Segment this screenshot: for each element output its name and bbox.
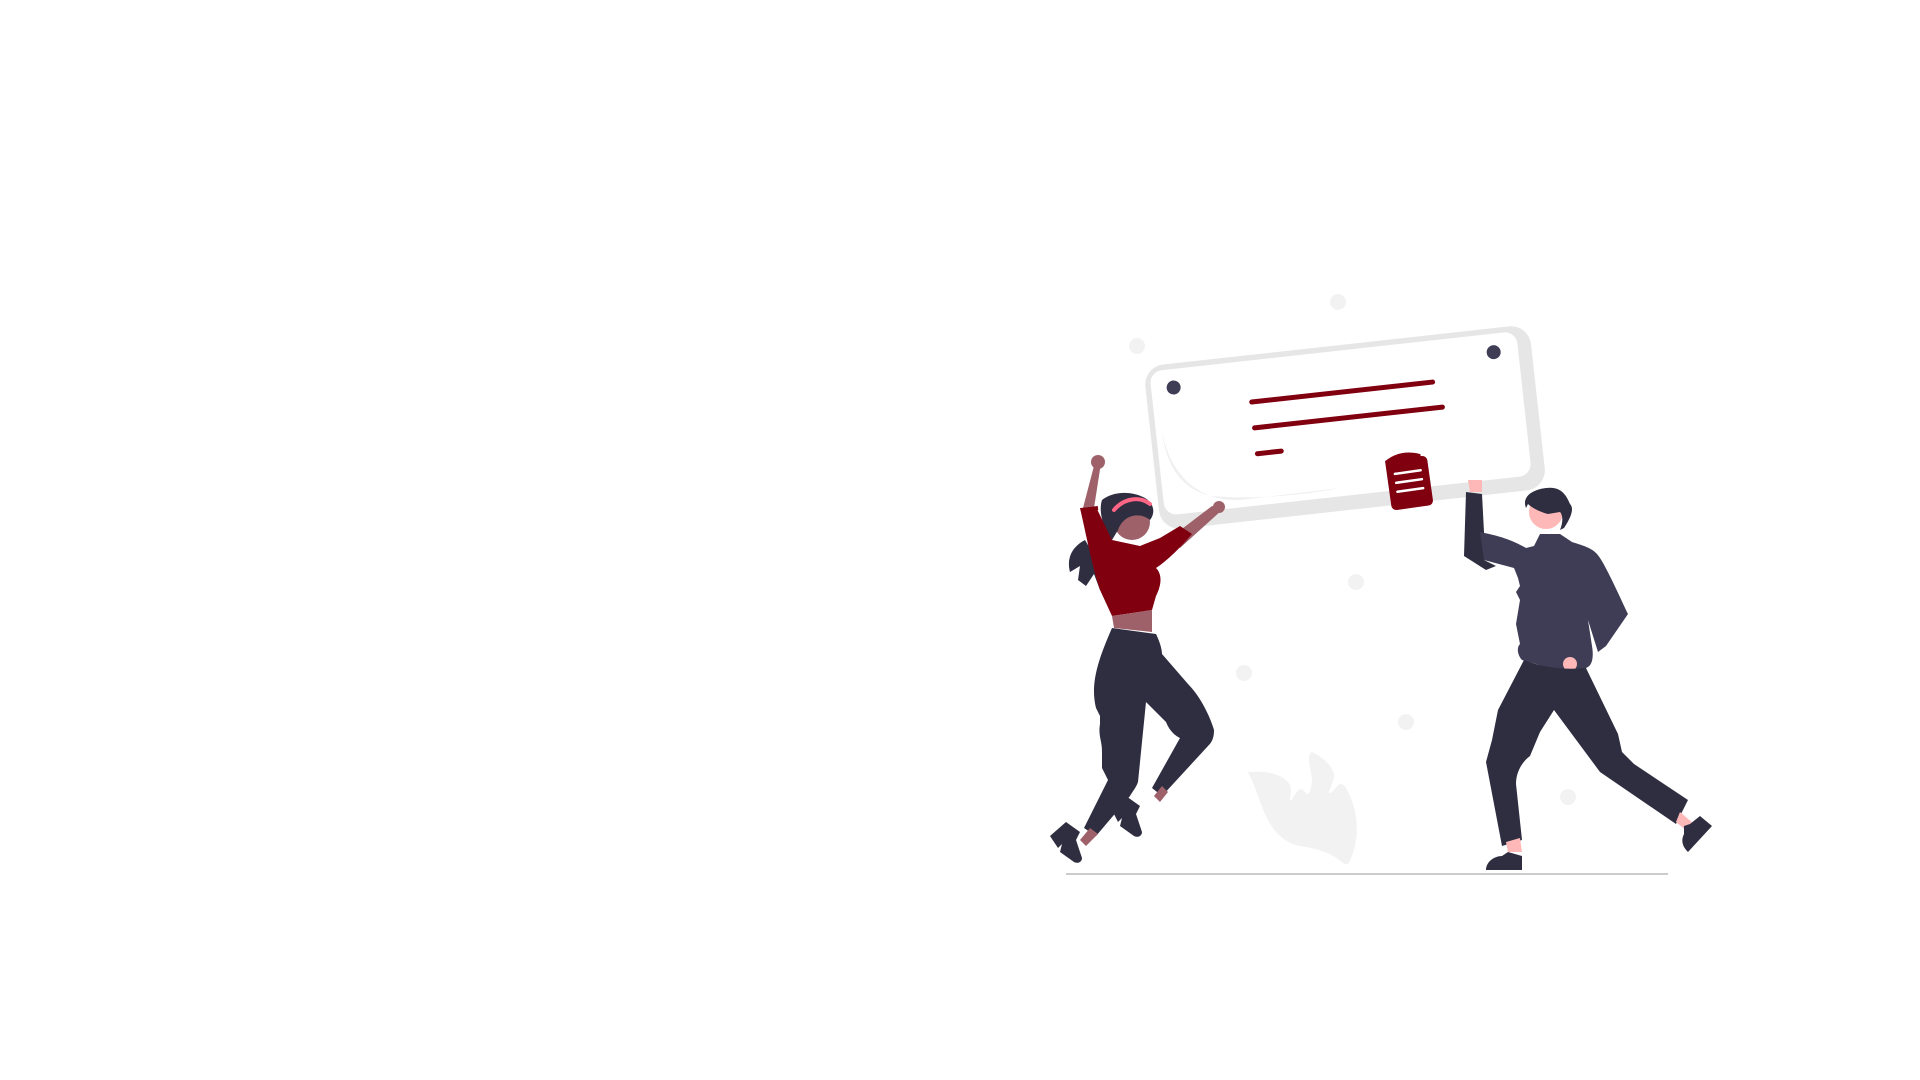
- card-line-1: [1249, 379, 1436, 405]
- woman-figure: [1050, 455, 1225, 863]
- document-icon: [1385, 452, 1433, 511]
- card-dot-left: [1166, 380, 1181, 395]
- plant-icon: [1248, 752, 1357, 865]
- card-dot-right: [1486, 345, 1501, 360]
- message-card-icon: [1145, 326, 1545, 529]
- background-dots: [1129, 294, 1576, 805]
- card-line-2: [1252, 404, 1445, 431]
- man-figure: [1464, 480, 1712, 870]
- card-line-3: [1254, 448, 1284, 457]
